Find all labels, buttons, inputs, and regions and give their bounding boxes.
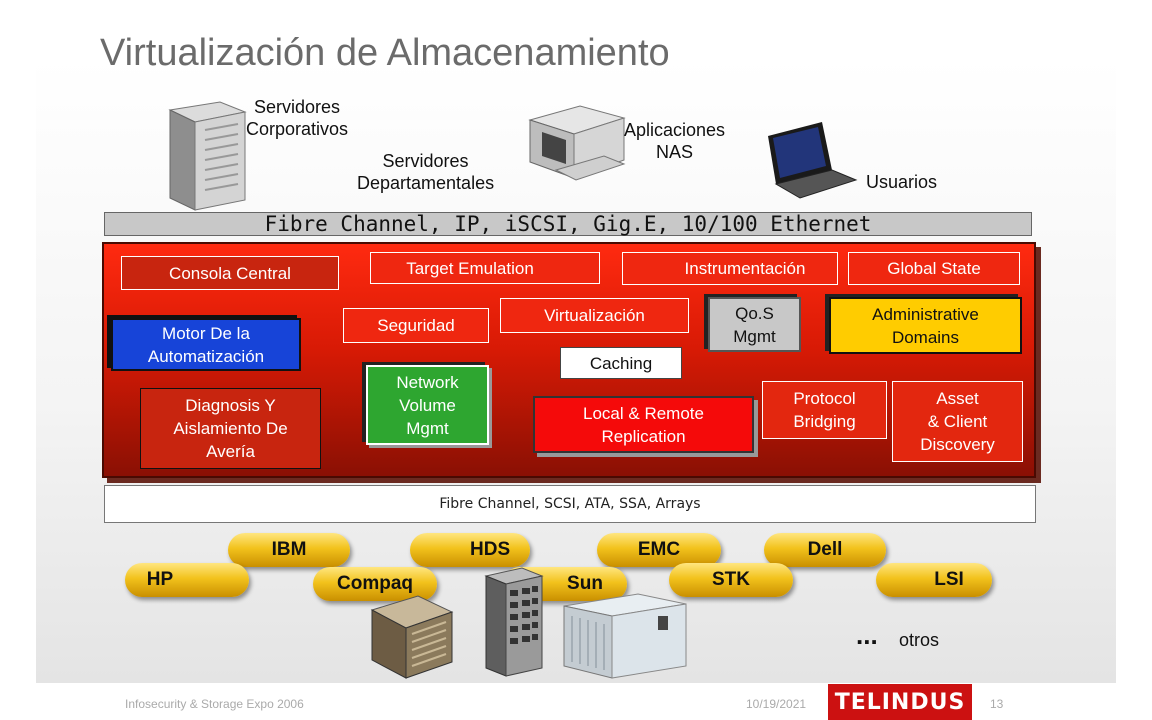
others-dots: ... (856, 624, 878, 646)
telindus-logo-text: TELINDUS (835, 690, 966, 715)
target-emulation-box: Target Emulation (370, 252, 600, 284)
disk-array-icon (558, 592, 690, 680)
vendor-hp: HP (125, 563, 249, 597)
global-state-box: Global State (848, 252, 1020, 285)
vendor-ibm: IBM (228, 533, 350, 567)
footer-page-number: 13 (990, 697, 1003, 711)
motor-automatizacion-box: Motor De la Automatización (111, 318, 301, 371)
vendor-dell: Dell (764, 533, 886, 567)
vendor-dell-label: Dell (764, 539, 886, 561)
diagnosis-box: Diagnosis Y Aislamiento De Avería (140, 388, 321, 469)
vendor-hds: HDS (410, 533, 530, 567)
protocol-bridging-box: Protocol Bridging (762, 381, 887, 439)
desktop-computer-icon (520, 98, 630, 190)
vendor-emc-label: EMC (597, 539, 721, 561)
nas-apps-label: Aplicaciones NAS (624, 119, 725, 163)
administrative-domains-box: Administrative Domains (829, 297, 1022, 354)
telindus-logo: TELINDUS (828, 684, 972, 720)
laptop-icon (760, 118, 860, 204)
caching-box: Caching (560, 347, 682, 379)
vendor-emc: EMC (597, 533, 721, 567)
slide-title: Virtualización de Almacenamiento (100, 32, 670, 75)
protocols-bar: Fibre Channel, IP, iSCSI, Gig.E, 10/100 … (104, 212, 1032, 236)
asset-discovery-box: Asset & Client Discovery (892, 381, 1023, 462)
rack-cabinet-icon (482, 566, 546, 678)
footer-event: Infosecurity & Storage Expo 2006 (125, 697, 304, 711)
users-label: Usuarios (866, 171, 937, 193)
qos-mgmt-box: Qo.S Mgmt (708, 297, 801, 352)
protocols-bar-text: Fibre Channel, IP, iSCSI, Gig.E, 10/100 … (105, 212, 1031, 236)
corp-servers-label: Servidores Corporativos (246, 96, 348, 140)
others-label: otros (899, 629, 939, 651)
storage-bar: Fibre Channel, SCSI, ATA, SSA, Arrays (104, 485, 1036, 523)
vendor-hds-label: HDS (470, 539, 510, 561)
vendor-lsi: LSI (876, 563, 992, 597)
seguridad-box: Seguridad (343, 308, 489, 343)
footer-date: 10/19/2021 (746, 697, 806, 711)
vendor-hp-label: HP (125, 569, 195, 591)
storage-bar-text: Fibre Channel, SCSI, ATA, SSA, Arrays (105, 496, 1035, 512)
replication-box: Local & Remote Replication (533, 396, 754, 453)
virtualizacion-box: Virtualización (500, 298, 689, 333)
network-volume-box: Network Volume Mgmt (366, 365, 489, 445)
dept-servers-label: Servidores Departamentales (357, 150, 494, 194)
vendor-stk-label: STK (669, 569, 793, 591)
vendor-lsi-label: LSI (906, 569, 992, 591)
instrumentacion-box: Instrumentación (622, 252, 838, 285)
storage-array-icon (362, 590, 458, 680)
vendor-ibm-label: IBM (228, 539, 350, 561)
consola-central-box: Consola Central (121, 256, 339, 290)
tower-server-icon (150, 100, 250, 212)
